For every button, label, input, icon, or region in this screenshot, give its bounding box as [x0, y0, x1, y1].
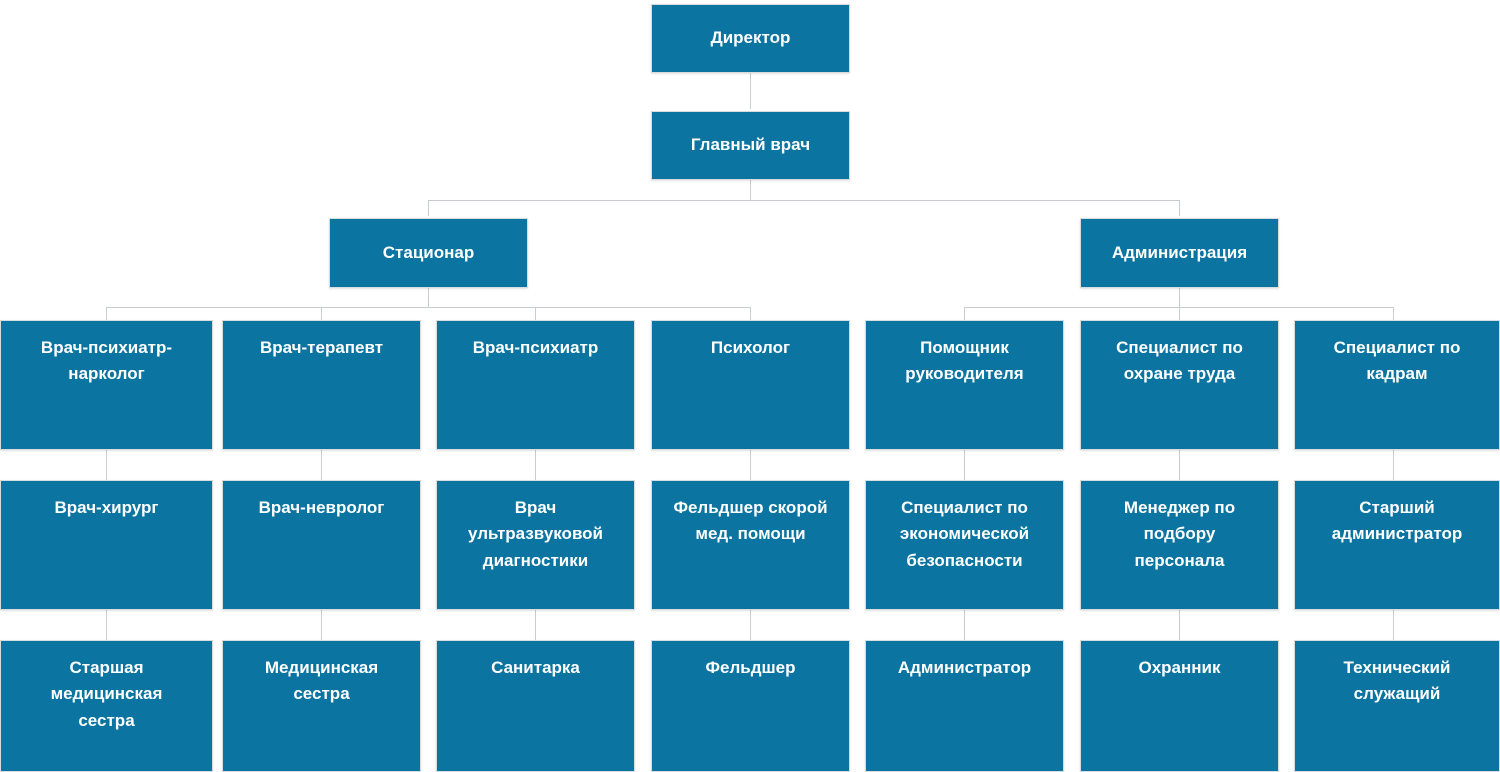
connector-administraciya-child-3 [1393, 307, 1394, 320]
connector-r4c4-to-r5c4 [750, 450, 751, 480]
connector-stacionar-bus [106, 307, 750, 308]
connector-director-to-chief [750, 73, 751, 109]
node-sanitarka[interactable]: Санитарка [436, 640, 635, 772]
connector-r5c3-to-r6c3 [535, 610, 536, 640]
node-specialist-po-kadram-label: Специалист по кадрам [1333, 338, 1461, 384]
connector-r5c2-to-r6c2 [321, 610, 322, 640]
node-medicinskaya-sestra-label: Медицинская сестра [264, 658, 379, 704]
connector-r4c5-to-r5c5 [964, 450, 965, 480]
node-tehnicheskiy-sluzhashchiy[interactable]: Технический служащий [1294, 640, 1500, 772]
node-vrach-psihiatr[interactable]: Врач-психиатр [436, 320, 635, 450]
connector-r4c3-to-r5c3 [535, 450, 536, 480]
node-specialist-po-ohrane-truda[interactable]: Специалист по охране труда [1080, 320, 1279, 450]
connector-chief-drop [750, 180, 751, 201]
node-vrach-psihiatr-narkolog-label: Врач-психиатр- нарколог [40, 338, 173, 384]
node-menedzher-po-podboru-label: Менеджер по подбору персонала [1123, 498, 1236, 570]
node-administraciya[interactable]: Администрация [1080, 218, 1279, 288]
connector-r5c4-to-r6c4 [750, 610, 751, 640]
node-psiholog-label: Психолог [710, 338, 791, 357]
node-vrach-terapevt-label: Врач-терапевт [259, 338, 384, 357]
node-ohrannik[interactable]: Охранник [1080, 640, 1279, 772]
node-starshiy-administrator-label: Старший администратор [1331, 498, 1463, 544]
node-vrach-nevrolog[interactable]: Врач-невролог [222, 480, 421, 610]
connector-r5c7-to-r6c7 [1393, 610, 1394, 640]
connector-chief-bus [428, 200, 1180, 201]
node-feldsher-label: Фельдшер [705, 658, 796, 677]
connector-administraciya-drop [1179, 288, 1180, 308]
node-vrach-psihiatr-narkolog[interactable]: Врач-психиатр- нарколог [0, 320, 213, 450]
connector-r4c2-to-r5c2 [321, 450, 322, 480]
connector-stacionar-child-1 [106, 307, 107, 320]
connector-stacionar-child-2 [321, 307, 322, 320]
node-feldsher[interactable]: Фельдшер [651, 640, 850, 772]
node-chief-doctor[interactable]: Главный врач [651, 111, 850, 180]
node-vrach-psihiatr-label: Врач-психиатр [472, 338, 599, 357]
node-vrach-uzi-label: Врач ультразвуковой диагностики [467, 498, 604, 570]
node-vrach-nevrolog-label: Врач-невролог [258, 498, 385, 517]
node-stacionar[interactable]: Стационар [329, 218, 528, 288]
node-menedzher-po-podboru[interactable]: Менеджер по подбору персонала [1080, 480, 1279, 610]
connector-r5c6-to-r6c6 [1179, 610, 1180, 640]
connector-r5c5-to-r6c5 [964, 610, 965, 640]
node-vrach-hirurg-label: Врач-хирург [54, 498, 159, 517]
connector-administraciya-child-2 [1179, 307, 1180, 320]
node-sanitarka-label: Санитарка [491, 658, 580, 677]
node-director-label: Директор [710, 28, 791, 48]
node-starshaya-medsestra-label: Старшая медицинская сестра [50, 658, 163, 730]
connector-stacionar-drop [428, 288, 429, 308]
node-specialist-po-kadram[interactable]: Специалист по кадрам [1294, 320, 1500, 450]
node-administrator-label: Администратор [897, 658, 1032, 677]
node-director[interactable]: Директор [651, 4, 850, 73]
connector-bus-to-administraciya [1179, 200, 1180, 216]
node-starshaya-medsestra[interactable]: Старшая медицинская сестра [0, 640, 213, 772]
node-feldsher-skoroy-label: Фельдшер скорой мед. помощи [673, 498, 828, 544]
node-vrach-hirurg[interactable]: Врач-хирург [0, 480, 213, 610]
node-psiholog[interactable]: Психолог [651, 320, 850, 450]
node-specialist-ekon-bezopasnosti-label: Специалист по экономической безопасности [899, 498, 1030, 570]
node-feldsher-skoroy[interactable]: Фельдшер скорой мед. помощи [651, 480, 850, 610]
connector-r4c6-to-r5c6 [1179, 450, 1180, 480]
connector-bus-to-stacionar [428, 200, 429, 216]
node-ohrannik-label: Охранник [1138, 658, 1221, 677]
connector-r4c7-to-r5c7 [1393, 450, 1394, 480]
node-medicinskaya-sestra[interactable]: Медицинская сестра [222, 640, 421, 772]
connector-r4c1-to-r5c1 [106, 450, 107, 480]
node-starshiy-administrator[interactable]: Старший администратор [1294, 480, 1500, 610]
connector-r5c1-to-r6c1 [106, 610, 107, 640]
node-specialist-po-ohrane-truda-label: Специалист по охране труда [1116, 338, 1243, 384]
node-pomoshchnik-rukovoditelya[interactable]: Помощник руководителя [865, 320, 1064, 450]
node-pomoshchnik-rukovoditelya-label: Помощник руководителя [905, 338, 1024, 384]
connector-stacionar-child-3 [535, 307, 536, 320]
node-administrator[interactable]: Администратор [865, 640, 1064, 772]
node-tehnicheskiy-sluzhashchiy-label: Технический служащий [1343, 658, 1451, 704]
node-chief-doctor-label: Главный врач [690, 135, 811, 155]
connector-administraciya-child-1 [964, 307, 965, 320]
node-administraciya-label: Администрация [1111, 242, 1248, 262]
node-stacionar-label: Стационар [382, 242, 475, 262]
node-vrach-uzi[interactable]: Врач ультразвуковой диагностики [436, 480, 635, 610]
connector-stacionar-child-4 [750, 307, 751, 320]
node-vrach-terapevt[interactable]: Врач-терапевт [222, 320, 421, 450]
node-specialist-ekon-bezopasnosti[interactable]: Специалист по экономической безопасности [865, 480, 1064, 610]
